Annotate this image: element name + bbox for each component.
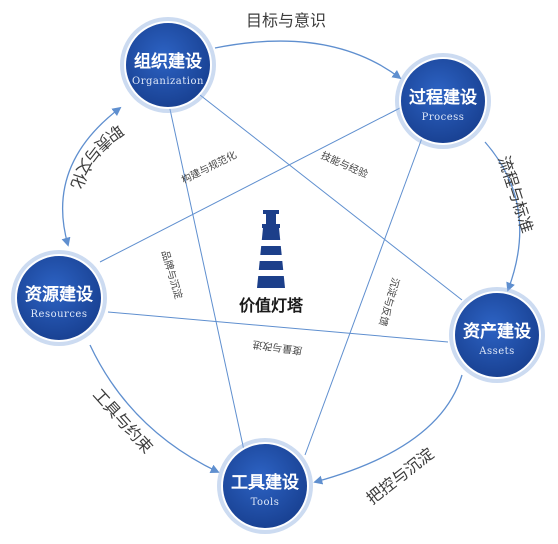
arc-process-to-assets xyxy=(484,141,521,292)
node-resources: 资源建设 Resources xyxy=(11,250,107,346)
arc-resources-to-tools xyxy=(89,344,220,473)
arc-assets-to-tools xyxy=(313,374,463,485)
line-label-process-tools-text: 沉淀与反馈 xyxy=(376,276,402,328)
arc-label-org-to-process: 目标与意识 xyxy=(246,11,326,30)
arc-label-assets-to-tools: 把控与沉淀 xyxy=(363,444,438,508)
line-label-org-tools-text: 品牌与沉淀 xyxy=(159,249,186,300)
node-tools: 工具建设 Tools xyxy=(217,438,313,534)
line-label-resources-process: 构建与规范化 xyxy=(179,148,239,186)
line-label-resources-process-text: 构建与规范化 xyxy=(179,148,239,186)
node-organization: 组织建设 Organization xyxy=(120,17,216,113)
line-org-tools xyxy=(167,99,246,456)
line-process-tools xyxy=(304,137,423,456)
line-label-org-tools: 品牌与沉淀 xyxy=(159,249,186,300)
node-assets-title: 资产建设 xyxy=(463,321,531,342)
node-organization-title: 组织建设 xyxy=(134,51,202,72)
node-assets-subtitle: Assets xyxy=(478,346,515,357)
line-label-org-assets-text: 技能与经验 xyxy=(319,149,370,181)
node-assets: 资产建设 Assets xyxy=(449,287,545,383)
node-tools-subtitle: Tools xyxy=(251,497,280,508)
line-label-resources-assets: 度量与改进 xyxy=(252,338,303,357)
node-tools-title: 工具建设 xyxy=(231,472,299,493)
line-org-assets xyxy=(199,94,463,301)
node-resources-subtitle: Resources xyxy=(31,309,88,320)
line-label-org-assets: 技能与经验 xyxy=(319,149,370,181)
node-process: 过程建设 Process xyxy=(395,53,491,149)
arc-label-resources-to-tools: 工具与约束 xyxy=(89,385,157,457)
center-label: 价值灯塔 xyxy=(239,296,304,315)
line-resources-assets xyxy=(107,311,449,343)
arc-org-to-process xyxy=(214,40,402,80)
arc-resources-org xyxy=(61,106,122,247)
node-resources-title: 资源建设 xyxy=(25,284,93,305)
node-organization-subtitle: Organization xyxy=(132,76,204,87)
line-label-process-tools: 沉淀与反馈 xyxy=(376,276,402,328)
lighthouse-icon xyxy=(257,210,285,288)
arc-label-process-to-assets: 流程与标准 xyxy=(494,153,537,235)
node-process-title: 过程建设 xyxy=(409,87,477,108)
line-resources-process xyxy=(99,107,401,263)
line-label-resources-assets-text: 度量与改进 xyxy=(252,338,303,357)
node-process-subtitle: Process xyxy=(422,112,465,123)
